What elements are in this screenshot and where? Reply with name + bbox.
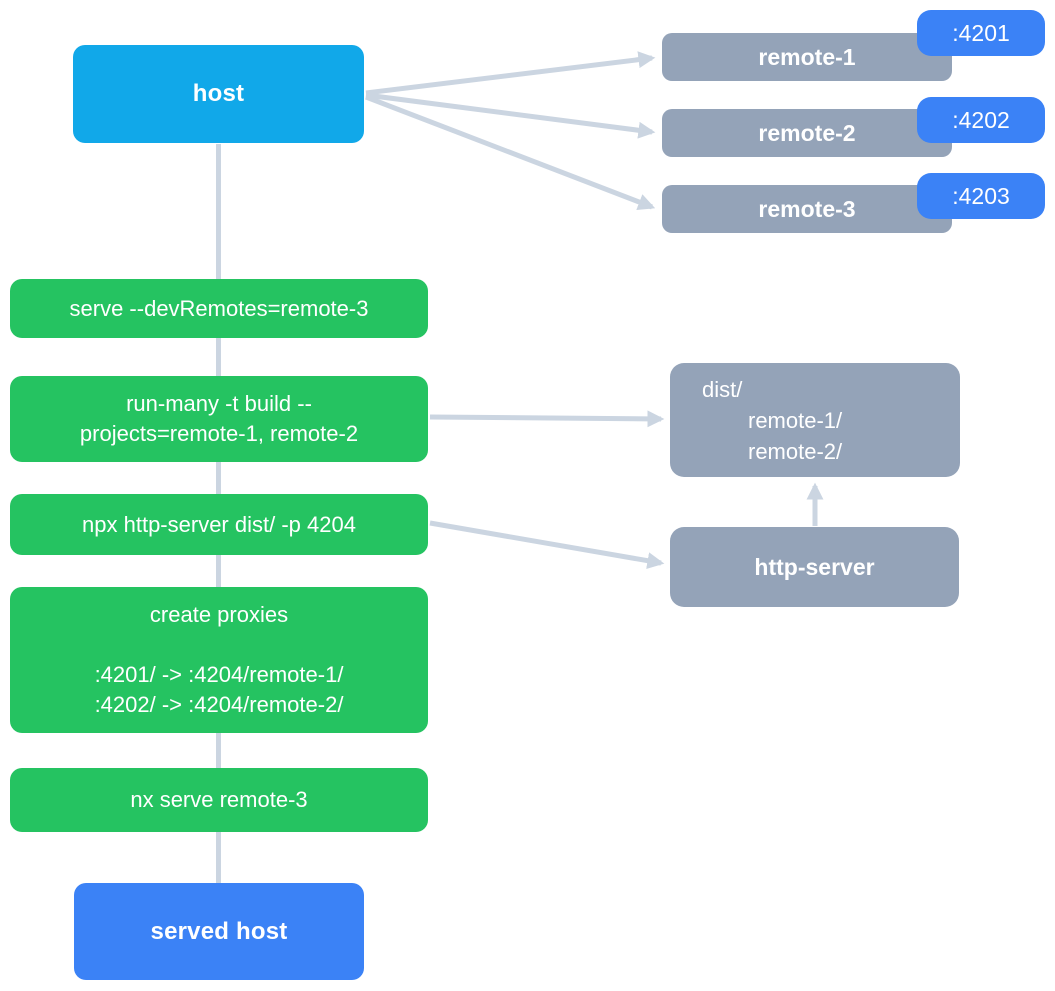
remote-2-node: remote-2 (662, 109, 952, 157)
remote-3-port-badge: :4203 (917, 173, 1045, 219)
served-host-node: served host (74, 883, 364, 980)
remote-1-port: :4201 (952, 19, 1010, 46)
served-host-label: served host (150, 917, 288, 945)
step-text: serve --devRemotes=remote-3 (69, 295, 369, 321)
dist-remote-1-label: remote-1/ (748, 407, 843, 433)
step-npx-http-server: npx http-server dist/ -p 4204 (10, 494, 428, 555)
remote-2-label: remote-2 (758, 119, 856, 146)
arrow-build-to-remote-3 (365, 94, 656, 211)
remote-3-port: :4203 (952, 182, 1010, 209)
step-nx-serve-remote-3: nx serve remote-3 (10, 768, 428, 832)
step-serve-devremotes: serve --devRemotes=remote-3 (10, 279, 428, 338)
arrow-build-to-dist (429, 410, 665, 428)
step-create-proxies: create proxies :4201/ -> :4204/remote-1/… (10, 587, 428, 733)
host-node: host (73, 45, 364, 143)
step-run-many-build: run-many -t build -- projects=remote-1, … (10, 376, 428, 462)
step-text: :4201/ -> :4204/remote-1/ (94, 662, 344, 687)
dist-folder-node: dist/ remote-1/ remote-2/ (670, 363, 960, 477)
dist-root-label: dist/ (702, 376, 743, 402)
http-server-label: http-server (754, 553, 875, 580)
http-server-node: http-server (670, 527, 959, 607)
remote-2-port: :4202 (952, 106, 1010, 133)
step-text: create proxies (149, 602, 289, 627)
remote-1-node: remote-1 (662, 33, 952, 81)
dist-remote-2-label: remote-2/ (748, 438, 843, 464)
remote-2-port-badge: :4202 (917, 97, 1045, 143)
step-text: projects=remote-1, remote-2 (79, 421, 359, 446)
arrow-npx-to-http-server (429, 520, 665, 570)
step-text: :4202/ -> :4204/remote-2/ (94, 692, 344, 717)
step-text: npx http-server dist/ -p 4204 (82, 511, 356, 537)
arrow-host-to-remote-1 (365, 51, 656, 96)
step-text: nx serve remote-3 (130, 787, 308, 812)
remote-1-port-badge: :4201 (917, 10, 1045, 56)
remote-1-label: remote-1 (758, 43, 856, 70)
host-label: host (192, 80, 245, 107)
remote-3-label: remote-3 (758, 195, 856, 222)
remote-3-node: remote-3 (662, 185, 952, 233)
arrow-host-to-remote-2 (365, 92, 656, 139)
step-text: run-many -t build -- (126, 391, 312, 416)
